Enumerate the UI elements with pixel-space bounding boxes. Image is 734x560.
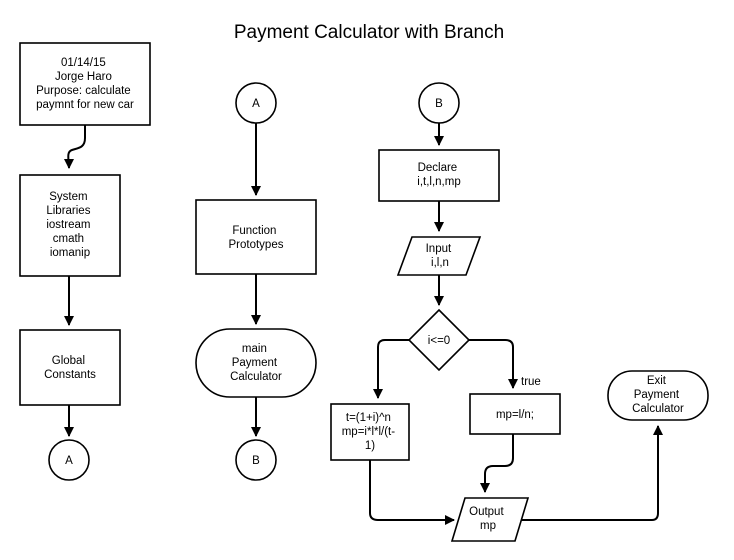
connector-b-out-label: B xyxy=(252,455,260,467)
edge-header-to-libraries xyxy=(63,125,86,169)
connector-b-out[interactable]: B xyxy=(235,439,277,481)
edge-interest-to-output xyxy=(369,460,455,525)
process-header[interactable]: 01/14/15 Jorge Haro Purpose: calculate p… xyxy=(19,42,151,126)
connector-a-in-label: A xyxy=(252,98,260,110)
libraries-text: System Libraries iostream cmath iomanip xyxy=(46,191,93,259)
process-compute-interest[interactable]: t=(1+i)^n mp=i*l*l/(t- 1) xyxy=(330,403,410,461)
terminal-exit[interactable]: Exit Payment Calculator xyxy=(607,370,709,421)
declare-text: Declare i,t,l,n,mp xyxy=(417,162,460,188)
compute-interest-text: t=(1+i)^n mp=i*l*l/(t- 1) xyxy=(342,412,399,452)
process-global-constants[interactable]: Global Constants xyxy=(19,329,121,406)
process-function-prototypes[interactable]: Function Prototypes xyxy=(195,199,317,275)
compute-simple-text: mp=l/n; xyxy=(496,409,534,421)
decision-label: i<=0 xyxy=(428,335,450,347)
edges xyxy=(63,123,663,525)
io-output[interactable]: Output mp xyxy=(450,497,530,542)
main-text: main Payment Calculator xyxy=(230,343,282,383)
terminal-main[interactable]: main Payment Calculator xyxy=(195,328,317,398)
header-text: 01/14/15 Jorge Haro Purpose: calculate p… xyxy=(36,57,134,111)
process-system-libraries[interactable]: System Libraries iostream cmath iomanip xyxy=(19,174,121,277)
diagram-title: Payment Calculator with Branch xyxy=(234,22,504,43)
edge-simple-to-output xyxy=(480,434,514,493)
connector-b-in-label: B xyxy=(435,98,443,110)
prototypes-text: Function Prototypes xyxy=(229,225,284,251)
connector-b-in[interactable]: B xyxy=(418,82,460,124)
edge-label-true: true xyxy=(521,376,541,388)
connector-a-in[interactable]: A xyxy=(235,82,277,124)
constants-text: Global Constants xyxy=(44,355,96,381)
process-compute-simple[interactable]: mp=l/n; xyxy=(469,393,561,435)
process-declare[interactable]: Declare i,t,l,n,mp xyxy=(378,149,500,202)
input-text: Input i,l,n xyxy=(426,243,455,269)
io-input[interactable]: Input i,l,n xyxy=(396,236,482,276)
exit-text: Exit Payment Calculator xyxy=(632,375,684,415)
edge-output-to-exit xyxy=(518,425,663,521)
output-text: Output mp xyxy=(469,506,507,532)
edge-decision-to-interest xyxy=(373,339,409,399)
decision-i-le-0[interactable]: i<=0 xyxy=(407,308,471,372)
connector-a-out-label: A xyxy=(65,455,73,467)
edge-decision-to-simple xyxy=(469,339,518,389)
connector-a-out[interactable]: A xyxy=(48,439,90,481)
